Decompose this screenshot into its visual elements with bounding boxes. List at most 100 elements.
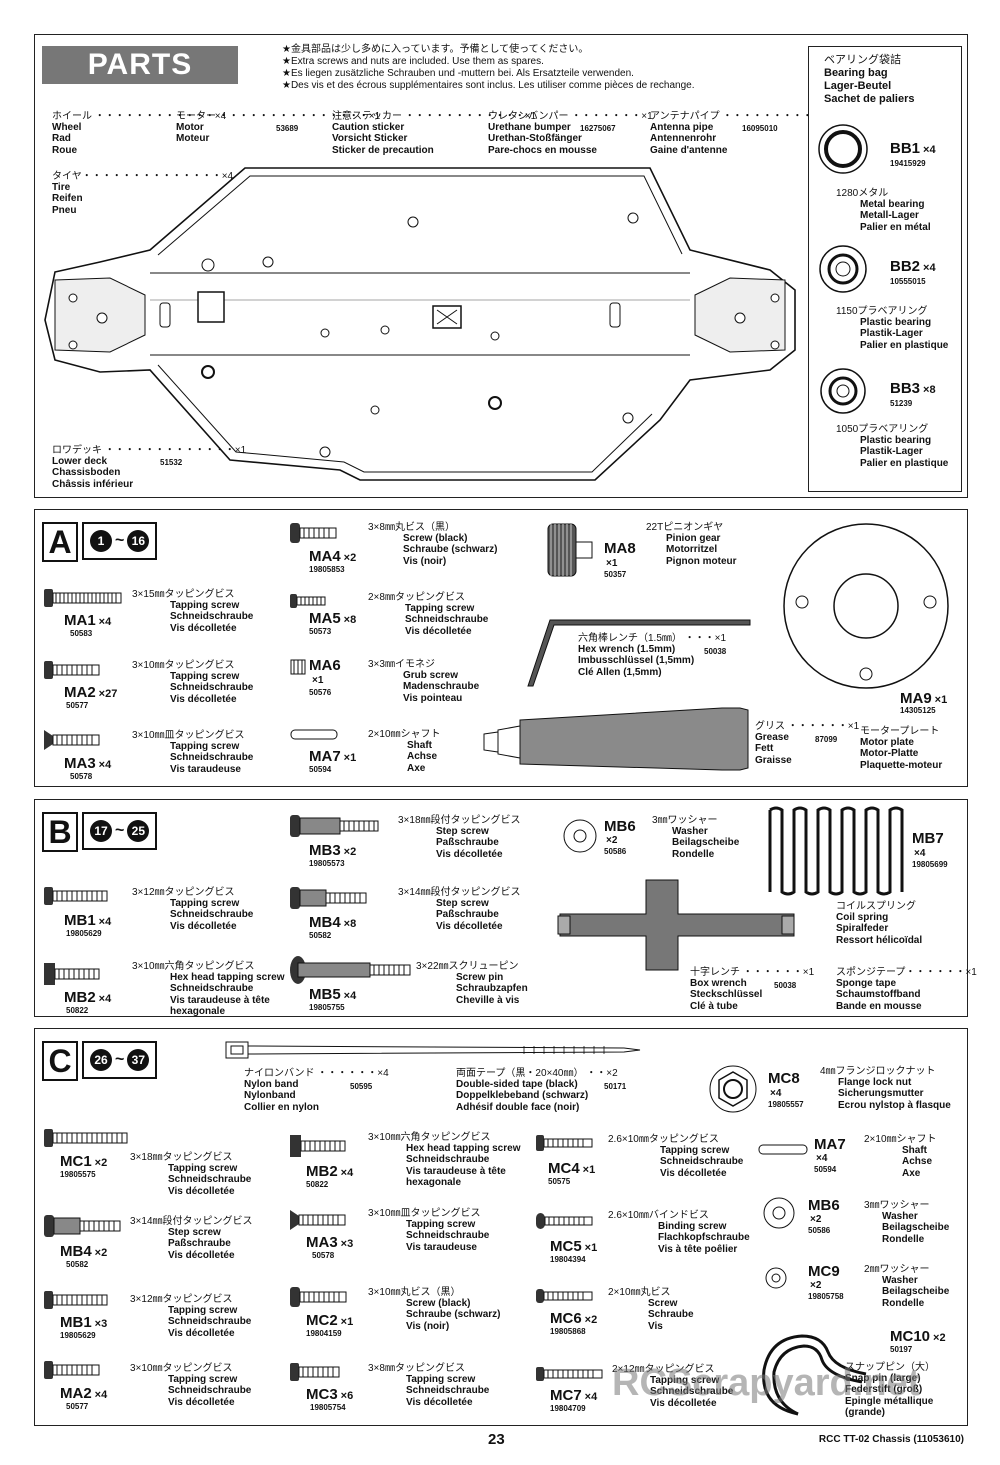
ma6-label: MA6 bbox=[309, 657, 341, 674]
nylon-band-code: 50595 bbox=[350, 1082, 373, 1091]
hex-wrench-icon bbox=[527, 619, 751, 687]
mc7-code: 19804709 bbox=[550, 1404, 586, 1413]
bb2-code: 10555015 bbox=[890, 277, 926, 286]
mb7-label: MB7 bbox=[912, 830, 944, 847]
mc9-code: 19805758 bbox=[808, 1292, 844, 1301]
watermark: RCScrapyard.net bbox=[612, 1362, 921, 1404]
step-from-badge: 17 bbox=[90, 820, 112, 842]
grease-tube-icon bbox=[483, 707, 749, 771]
bb2-icon bbox=[819, 245, 867, 293]
ma8-label: MA8 bbox=[604, 540, 636, 557]
mb1-label: MB1×4 bbox=[64, 912, 112, 929]
section-c-letter: C bbox=[42, 1041, 78, 1081]
mb1-screw-icon bbox=[44, 887, 108, 905]
mc9-qty: ×2 bbox=[810, 1280, 822, 1291]
mb6-washer-icon bbox=[563, 819, 597, 853]
bb3-label: BB3×8 bbox=[890, 380, 936, 397]
step-to-badge: 16 bbox=[127, 530, 150, 552]
mb6-washer-icon bbox=[763, 1197, 795, 1229]
ma7c-qty: ×4 bbox=[816, 1153, 828, 1164]
mc8-nut-icon bbox=[709, 1065, 757, 1113]
ma8-pinion-icon bbox=[547, 523, 593, 577]
mb4-screw-icon bbox=[44, 1215, 121, 1237]
ma6-code: 50576 bbox=[309, 688, 332, 697]
ma3-screw-icon bbox=[290, 1210, 346, 1230]
box-wrench-code: 50038 bbox=[774, 981, 797, 990]
ma3-code: 50578 bbox=[70, 772, 93, 781]
mb1-screw-icon bbox=[44, 1291, 108, 1309]
mc1-label: MC1×2 bbox=[60, 1153, 108, 1170]
mb7-code: 19805699 bbox=[912, 860, 948, 869]
ma3-label: MA3×4 bbox=[64, 755, 112, 772]
mc8-qty: ×4 bbox=[770, 1088, 782, 1099]
mb6-code: 50586 bbox=[604, 847, 627, 856]
deck-code: 51532 bbox=[160, 458, 183, 467]
parts-note-3: ★Es liegen zusätzliche Schrauben und -mu… bbox=[282, 68, 634, 79]
mb7-qty: ×4 bbox=[914, 848, 926, 859]
mb6c-qty: ×2 bbox=[810, 1214, 822, 1225]
step-to-badge: 37 bbox=[127, 1049, 150, 1071]
parts-note-2: ★Extra screws and nuts are included. Use… bbox=[282, 56, 544, 67]
mb4-screw-icon bbox=[290, 887, 367, 909]
mb6c-label: MB6 bbox=[808, 1197, 840, 1214]
ma6-grub-icon bbox=[290, 659, 306, 675]
parts-note-1: ★金具部品は少し多めに入っています。予備として使ってください。 bbox=[282, 44, 589, 55]
step-from-badge: 1 bbox=[90, 530, 112, 552]
mc3-label: MC3×6 bbox=[306, 1386, 354, 1403]
mc5-label: MC5×1 bbox=[550, 1238, 598, 1255]
bb3-code: 51239 bbox=[890, 399, 913, 408]
ma9-code: 14305125 bbox=[900, 706, 936, 715]
step-to-badge: 25 bbox=[127, 820, 150, 842]
mb3-screw-icon bbox=[290, 815, 379, 837]
mb2c-code: 50822 bbox=[306, 1180, 329, 1189]
ma5-screw-icon bbox=[290, 594, 326, 608]
ma2-code: 50577 bbox=[66, 701, 89, 710]
motor-plate-icon bbox=[783, 523, 949, 689]
section-a-steps: 1~16 bbox=[82, 522, 158, 560]
step-from-badge: 26 bbox=[90, 1049, 112, 1071]
antenna-code: 16095010 bbox=[742, 124, 778, 133]
coil-spring-icon bbox=[768, 806, 904, 896]
mc9-washer-icon bbox=[765, 1267, 787, 1289]
mb5-code: 19805755 bbox=[309, 1003, 345, 1012]
mc10-label: MC10×2 bbox=[890, 1328, 946, 1345]
mc2-screw-icon bbox=[290, 1287, 347, 1307]
ma2c-label: MA2×4 bbox=[60, 1385, 108, 1402]
bumper-code: 16275067 bbox=[580, 124, 616, 133]
section-b-letter: B bbox=[42, 812, 78, 852]
mc8-code: 19805557 bbox=[768, 1100, 804, 1109]
mc7-label: MC7×4 bbox=[550, 1387, 598, 1404]
ma5-code: 50573 bbox=[309, 627, 332, 636]
mc1-code: 19805575 bbox=[60, 1170, 96, 1179]
ma2c-code: 50577 bbox=[66, 1402, 89, 1411]
mb1-code: 19805629 bbox=[66, 929, 102, 938]
nylon-band-icon bbox=[225, 1041, 641, 1059]
mb4-code: 50582 bbox=[309, 931, 332, 940]
mc5-code: 19804394 bbox=[550, 1255, 586, 1264]
mc3-screw-icon bbox=[290, 1363, 340, 1381]
mb3-label: MB3×2 bbox=[309, 842, 357, 859]
